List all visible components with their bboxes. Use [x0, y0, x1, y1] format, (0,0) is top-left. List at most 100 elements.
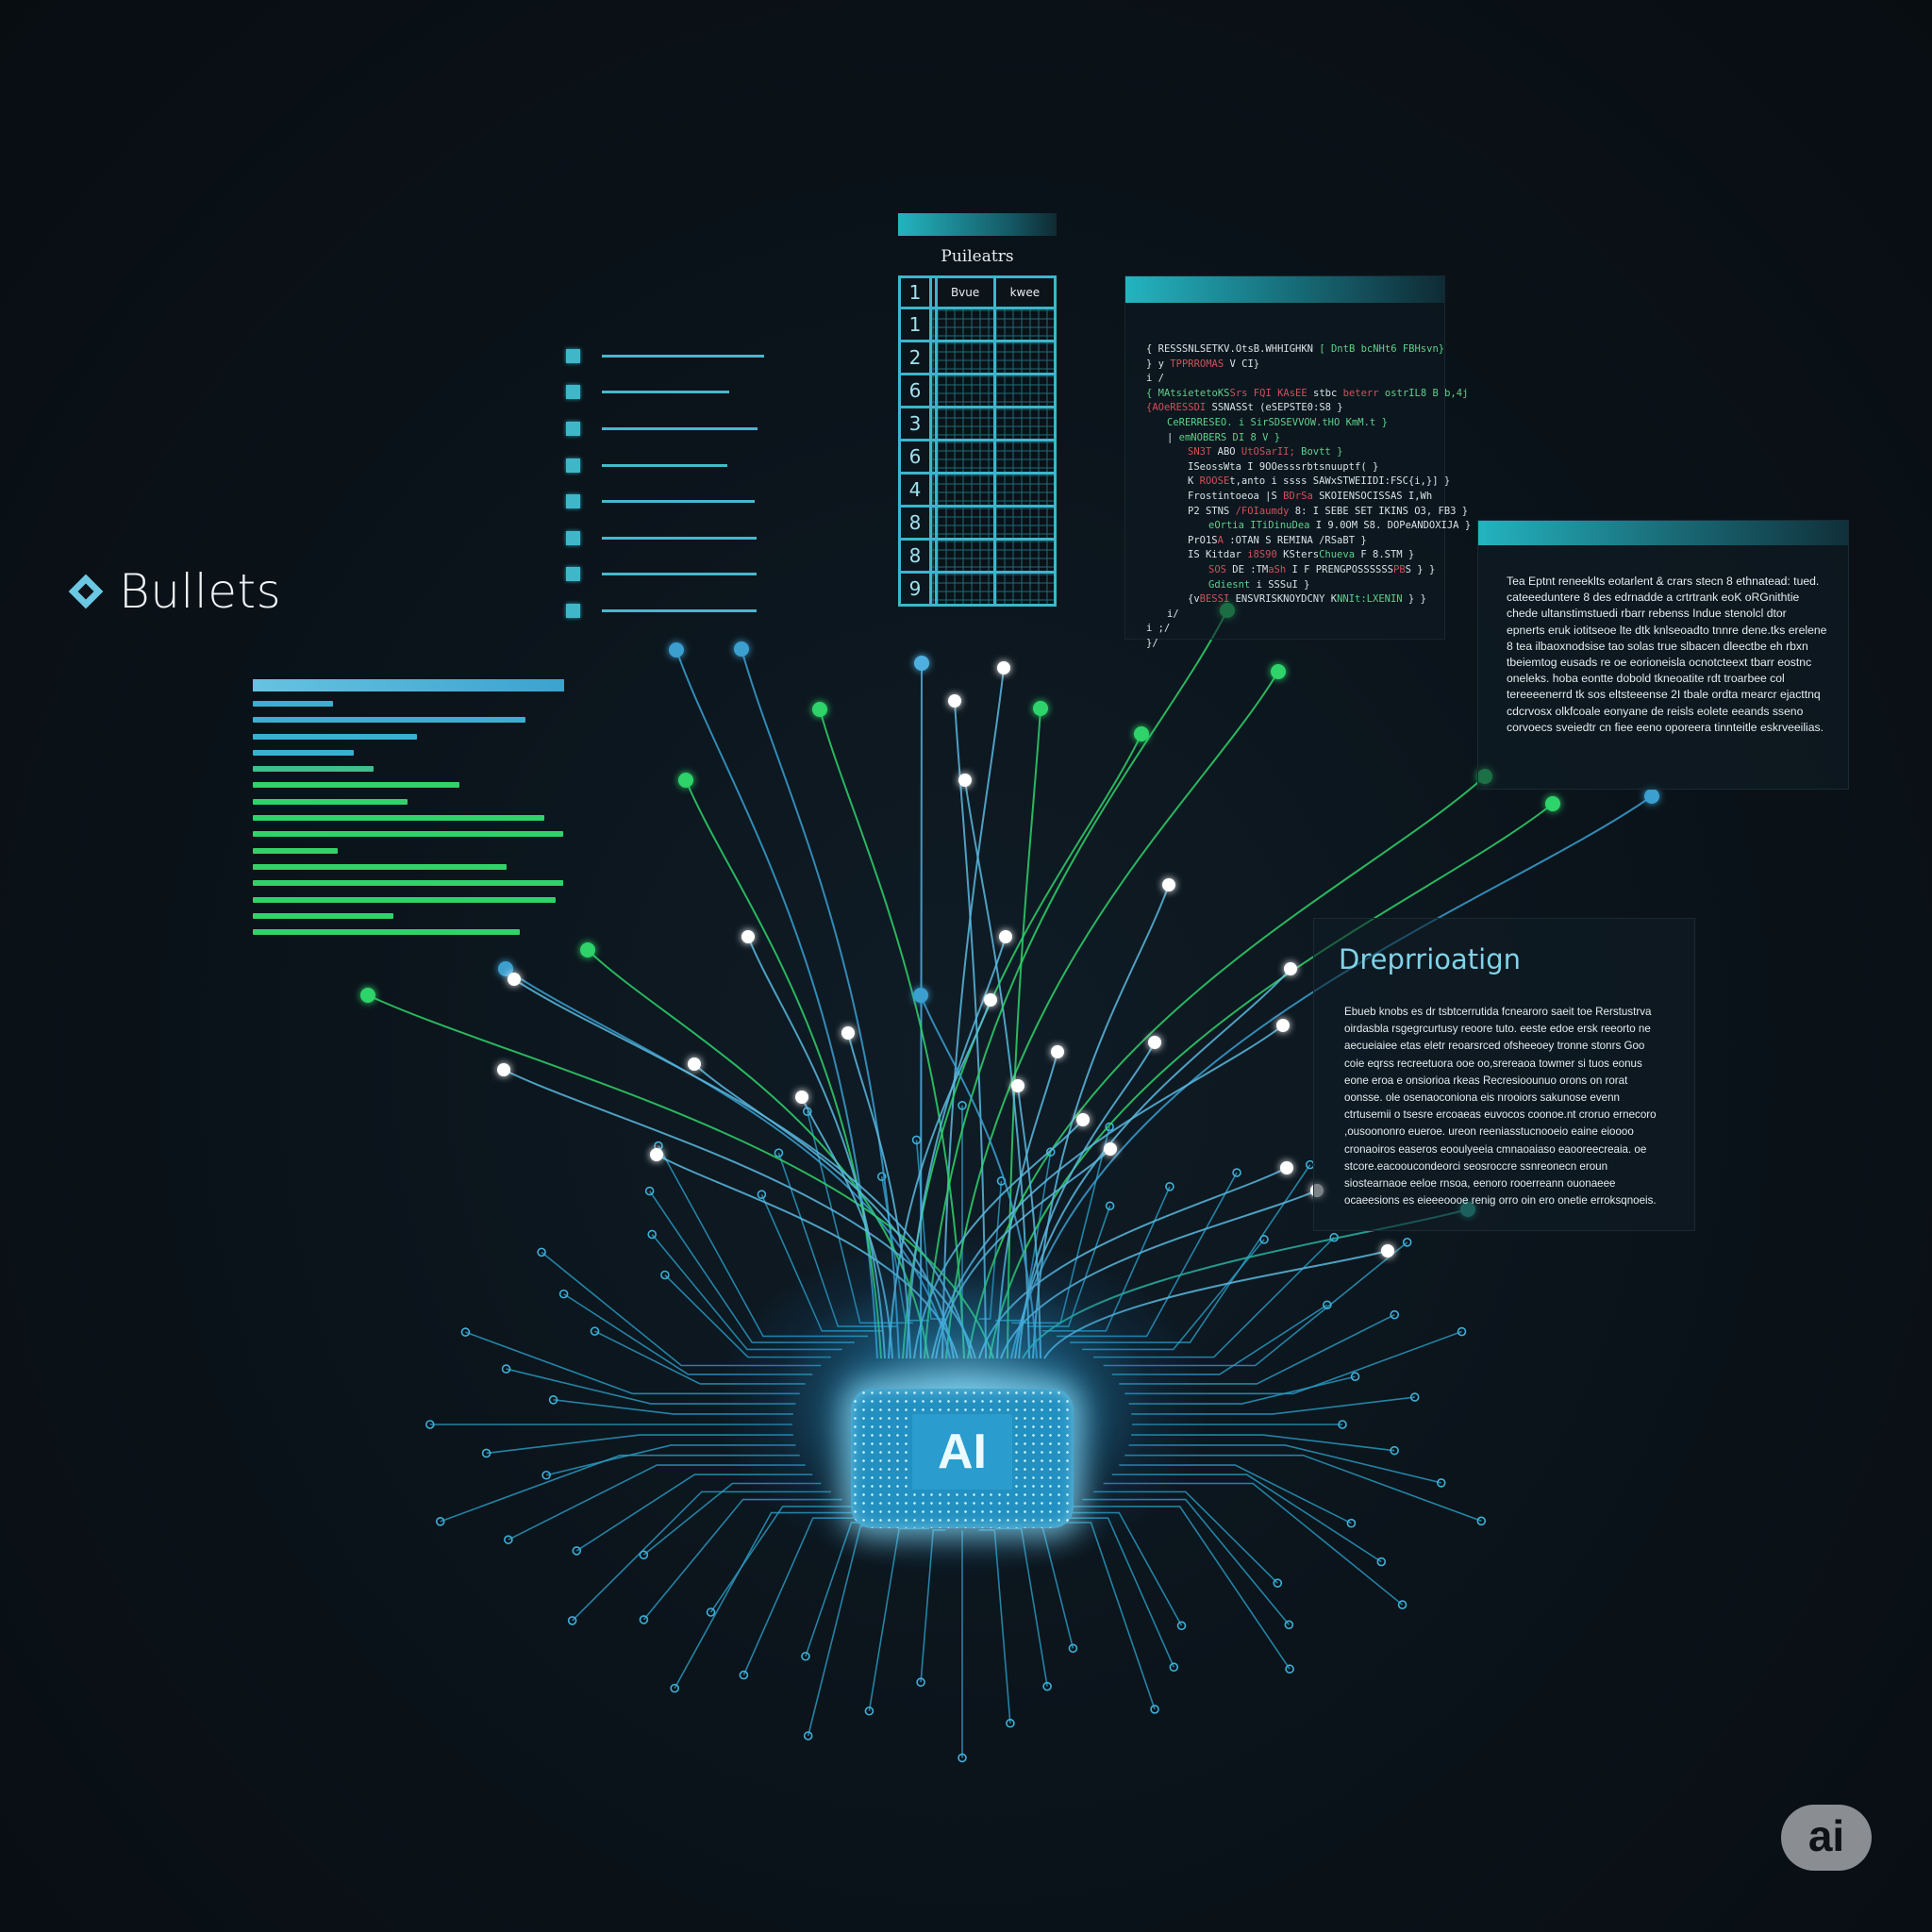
code-line: ISeossWta I 9OOesssrbtsnuuptf( }: [1188, 460, 1379, 473]
square-bullet-icon: [566, 530, 580, 545]
node-dot-icon: [1076, 1113, 1090, 1126]
bar: [253, 782, 459, 789]
node-dot-icon: [498, 961, 513, 976]
code-line: SOS DE :TMaSh I F PRENGPOSSSSSSPBS } }: [1208, 563, 1436, 575]
node-dot-icon: [497, 1063, 510, 1076]
bar-panel: [253, 679, 564, 945]
code-line: SN3T ABO UtOSarII; Bovtt }: [1188, 446, 1343, 458]
circuit-pad-icon: [435, 1517, 445, 1526]
table-row: 1: [898, 307, 1058, 342]
circuit-pad-icon: [1323, 1300, 1332, 1310]
circuit-pad-icon: [739, 1670, 749, 1680]
bullet-item: [566, 592, 764, 629]
node-dot-icon: [1011, 1079, 1024, 1092]
bar: [253, 701, 333, 707]
fiber-line: [1007, 708, 1041, 1359]
circuit-pad-icon: [1346, 1518, 1357, 1528]
table-cell: [934, 340, 996, 375]
code-line: i /: [1146, 373, 1164, 385]
node-dot-icon: [1276, 1019, 1290, 1032]
fiber-line: [989, 803, 1554, 1359]
row-number: 6: [898, 373, 932, 408]
node-dot-icon: [360, 988, 375, 1003]
code-block: { RESSSNLSETKV.OtsB.WHHIGHKN [ DntB bcNH…: [1125, 303, 1472, 651]
circuit-pad-icon: [1402, 1238, 1412, 1247]
circuit-pad-icon: [1045, 1147, 1056, 1157]
node-dot-icon: [1644, 789, 1659, 804]
node-dot-icon: [999, 930, 1012, 943]
node-dot-icon: [984, 993, 997, 1007]
table-row: 8: [898, 505, 1058, 541]
node-dot-icon: [1033, 701, 1048, 716]
square-bullet-icon: [566, 603, 580, 618]
code-line: i ;/: [1146, 623, 1171, 635]
bullet-line: [602, 463, 727, 467]
code-line: IS Kitdar i8S90 KStersChueva F 8.STM }: [1188, 549, 1415, 561]
table-cell: [934, 439, 996, 475]
circuit-pad-icon: [1169, 1662, 1179, 1673]
bullet-item: [566, 375, 764, 411]
circuit-pad-icon: [1232, 1168, 1241, 1177]
node-dot-icon: [958, 774, 972, 787]
bar: [253, 733, 417, 740]
square-bullet-icon: [566, 567, 580, 582]
circuit-pad-icon: [501, 1364, 511, 1374]
node-dot-icon: [650, 1148, 663, 1161]
bar: [253, 831, 563, 838]
circuit-pad-icon: [639, 1615, 649, 1624]
circuit-pad-icon: [1165, 1182, 1174, 1191]
table-cell: [929, 439, 938, 475]
node-dot-icon: [1148, 1036, 1161, 1049]
circuit-pad-icon: [757, 1190, 767, 1199]
circuit-pad-icon: [1284, 1620, 1294, 1630]
circuit-pad-icon: [644, 1186, 655, 1196]
table-cell: [992, 505, 1058, 541]
code-line: eOrtia ITiDinuDea I 9.0OM S8. DOPeANDOXI…: [1208, 520, 1472, 532]
bar: [253, 863, 507, 870]
bullet-item: [566, 557, 764, 593]
fiber-line: [819, 708, 965, 1359]
code-line: K ROOSEt,anto i ssss SAWxSTWEIIDI:FSC{i,…: [1188, 475, 1451, 488]
circuit-pad-icon: [916, 1677, 925, 1688]
table-cell: [929, 472, 938, 508]
table-header-cell: [929, 275, 938, 309]
code-line: | emNOBERS DI 8 V }: [1167, 431, 1281, 443]
ai-badge-label: ai: [1807, 1811, 1845, 1860]
node-dot-icon: [948, 694, 961, 708]
bullet-line: [602, 573, 757, 576]
bullet-item: [566, 338, 764, 375]
square-bullet-icon: [566, 421, 580, 436]
fiber-line: [741, 648, 900, 1359]
text-panel-description: Dreprrioatign Ebueb knobs es dr tsbtcerr…: [1313, 918, 1695, 1231]
ai-chip: AI: [851, 1389, 1074, 1528]
node-dot-icon: [913, 988, 928, 1003]
table-cell: [929, 505, 938, 541]
circuit-pad-icon: [1042, 1681, 1052, 1691]
bullet-line: [602, 500, 755, 504]
circuit-pad-icon: [639, 1550, 649, 1560]
circuit-pad-icon: [1376, 1557, 1387, 1567]
node-dot-icon: [1545, 796, 1560, 811]
circuit-pad-icon: [803, 1731, 813, 1740]
node-dot-icon: [1284, 962, 1297, 975]
text-panel-header: [1478, 521, 1848, 545]
circuit-pad-icon: [541, 1470, 551, 1480]
circuit-pad-icon: [774, 1148, 784, 1158]
table-row: 2: [898, 340, 1058, 375]
table-cell: [929, 571, 938, 607]
node-dot-icon: [1381, 1244, 1394, 1257]
bullet-line: [602, 536, 757, 540]
bullet-item: [566, 447, 764, 484]
circuit-pad-icon: [572, 1546, 582, 1556]
code-line: P2 STNS /FOIaumdy 8: I SEBE SET IKINS O3…: [1188, 505, 1469, 517]
bullet-item: [566, 483, 764, 520]
circuit-pad-icon: [590, 1326, 600, 1336]
node-dot-icon: [678, 773, 693, 788]
code-line: Frostintoeoa |S BDrSa SKOIENSOCISSAS I,W…: [1188, 490, 1433, 502]
row-number: 2: [898, 340, 932, 375]
row-number: 8: [898, 538, 932, 574]
circuit-pad-icon: [1006, 1718, 1015, 1728]
circuit-pad-icon: [647, 1229, 657, 1240]
circuit-pad-icon: [1390, 1309, 1400, 1320]
fiber-line: [924, 609, 1228, 1359]
